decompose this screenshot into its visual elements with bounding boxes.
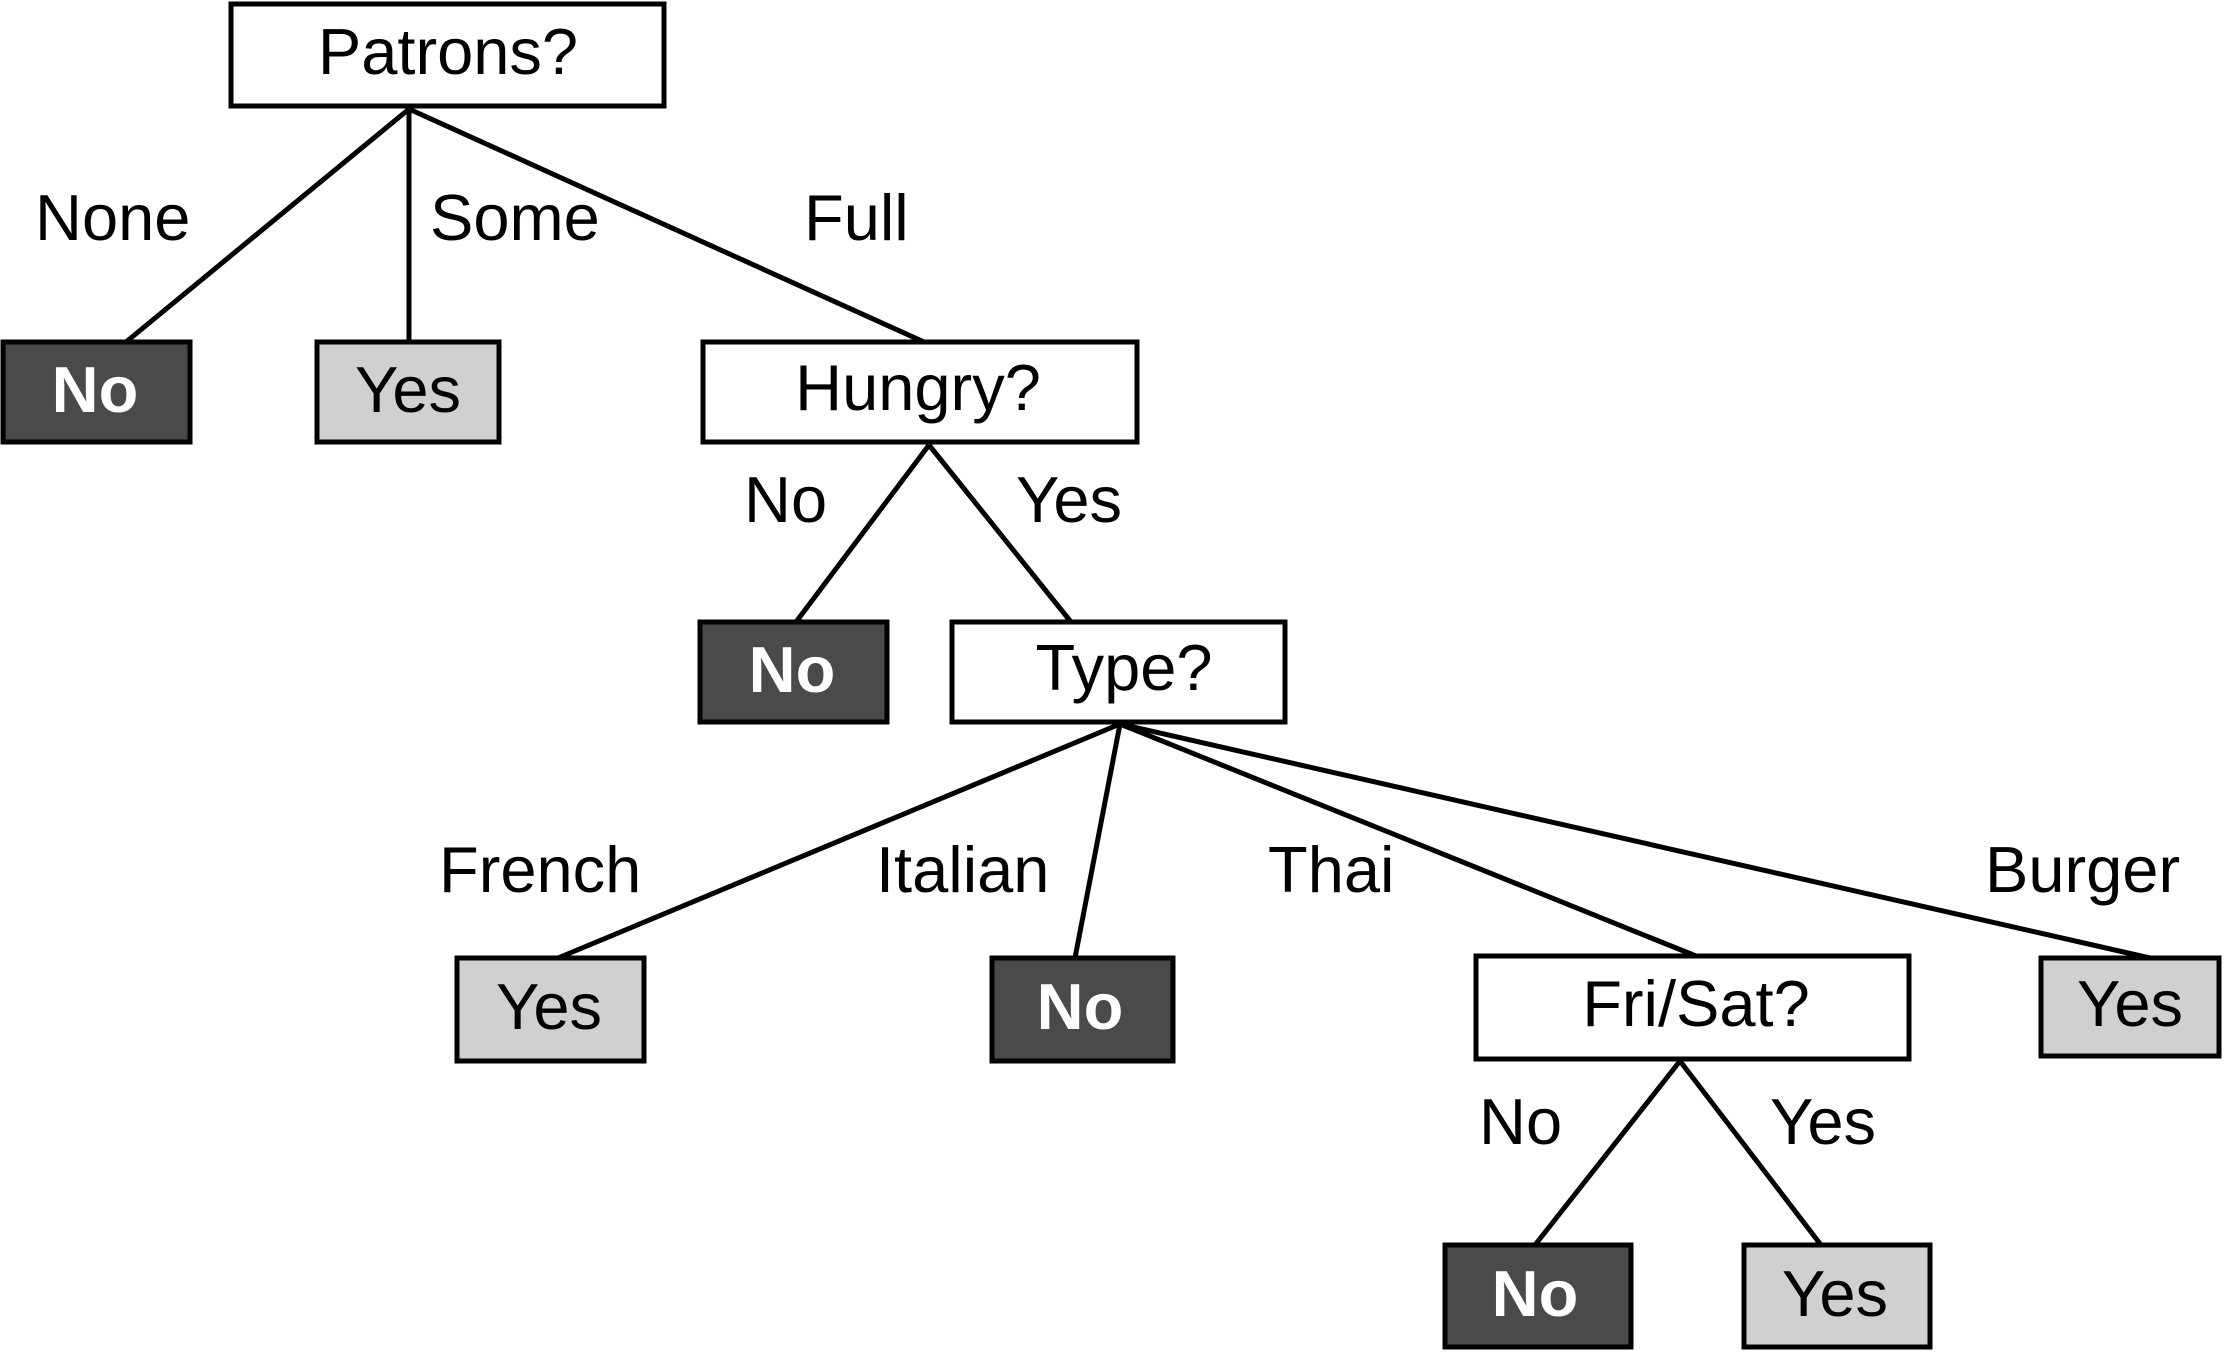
- edge-label-french: French: [439, 833, 641, 906]
- node-hungry: Hungry?: [700, 339, 1140, 445]
- edge-frisat-no: [1533, 1059, 1682, 1247]
- edge-labels: None Some Full No Yes French Italian Tha…: [35, 181, 2180, 1158]
- edge-label-hungry-no: No: [744, 463, 827, 536]
- leaf-nodes: No Yes No Yes No Yes No Yes: [0, 339, 2222, 1350]
- leaf-burger-box: [2038, 955, 2222, 1059]
- tree-edges: [124, 106, 2151, 1247]
- edge-label-frisat-yes: Yes: [1770, 1085, 1876, 1158]
- node-frisat-label: Fri/Sat?: [1582, 967, 1810, 1040]
- edge-type-burger: [1119, 721, 2151, 961]
- node-hungry-label: Hungry?: [795, 351, 1041, 424]
- edge-label-frisat-no: No: [1479, 1085, 1562, 1158]
- leaf-hungry-no-label: No: [749, 633, 836, 706]
- edge-frisat-yes: [1678, 1059, 1823, 1247]
- edge-hungry-yes: [927, 443, 1073, 624]
- leaf-frisat-yes-box: [1741, 1242, 1933, 1350]
- test-nodes: Patrons? Hungry? Type? Fri/Sat?: [228, 1, 1912, 1062]
- leaf-some-box: [314, 339, 502, 445]
- leaf-none-label: No: [52, 353, 139, 426]
- leaf-burger-yes: Yes: [2038, 955, 2222, 1059]
- leaf-hungry-no-box: [697, 619, 890, 725]
- edge-label-thai: Thai: [1268, 833, 1394, 906]
- leaf-some-label: Yes: [355, 353, 461, 426]
- leaf-italian-box: [989, 955, 1176, 1064]
- node-type-box: [949, 619, 1288, 725]
- node-patrons-box: [228, 1, 667, 109]
- edge-label-italian: Italian: [876, 833, 1049, 906]
- leaf-frisat-no: No: [1442, 1242, 1634, 1350]
- leaf-none-box: [0, 339, 193, 445]
- leaf-frisat-no-box: [1442, 1242, 1634, 1350]
- node-hungry-box: [700, 339, 1140, 445]
- leaf-french-box: [454, 955, 647, 1064]
- edge-patrons-full: [407, 106, 926, 345]
- edge-patrons-none: [124, 107, 411, 344]
- node-patrons-label: Patrons?: [318, 15, 578, 88]
- edge-label-burger: Burger: [1985, 833, 2180, 906]
- leaf-frisat-yes: Yes: [1741, 1242, 1933, 1350]
- leaf-french-yes: Yes: [454, 955, 647, 1064]
- leaf-italian-no: No: [989, 955, 1176, 1064]
- edge-type-french: [557, 721, 1121, 961]
- node-patrons: Patrons?: [228, 1, 667, 109]
- edge-label-full: Full: [804, 181, 909, 254]
- edge-label-some: Some: [430, 181, 600, 254]
- leaf-italian-label: No: [1037, 970, 1124, 1043]
- leaf-hungry-no: No: [697, 619, 890, 725]
- node-type-label: Type?: [1035, 631, 1212, 704]
- node-frisat: Fri/Sat?: [1473, 953, 1912, 1062]
- leaf-none-no: No: [0, 339, 193, 445]
- edge-label-none: None: [35, 181, 190, 254]
- leaf-burger-label: Yes: [2077, 967, 2183, 1040]
- edge-hungry-no: [794, 443, 931, 624]
- leaf-french-label: Yes: [496, 970, 602, 1043]
- node-type: Type?: [949, 619, 1288, 725]
- node-frisat-box: [1473, 953, 1912, 1062]
- edge-label-hungry-yes: Yes: [1016, 463, 1122, 536]
- edge-type-thai: [1119, 721, 1697, 959]
- edge-type-italian: [1072, 723, 1123, 959]
- leaf-frisat-yes-label: Yes: [1782, 1257, 1888, 1330]
- leaf-frisat-no-label: No: [1492, 1257, 1579, 1330]
- leaf-some-yes: Yes: [314, 339, 502, 445]
